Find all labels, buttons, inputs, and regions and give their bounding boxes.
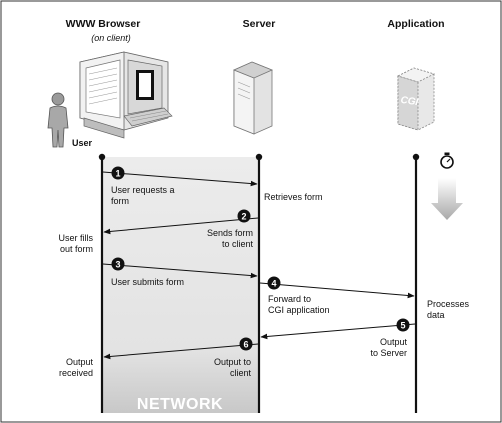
- step-number-5: 5: [400, 320, 405, 330]
- step-5-label-line-2: to Server: [370, 348, 407, 358]
- step-1-label-line-2: form: [111, 196, 129, 206]
- user-fills-label-line-2: out form: [60, 244, 93, 254]
- header-browser: WWW Browser: [66, 18, 141, 30]
- application-lifeline-dot: [412, 153, 420, 161]
- step-number-3: 3: [115, 259, 120, 269]
- retrieves-form-label: Retrieves form: [264, 192, 323, 202]
- step-4-label-line-1: Forward to: [268, 294, 311, 304]
- server-tower-icon: [232, 61, 274, 135]
- step-5-label-line-1: Output: [380, 337, 408, 347]
- step-4-label-line-2: CGI application: [268, 305, 330, 315]
- cgi-box-icon: [396, 67, 436, 131]
- step-badge-5: 5: [396, 318, 410, 332]
- arrow-step-2: [103, 217, 259, 235]
- user-figure-icon: [47, 92, 69, 148]
- processes-label-line-2: data: [427, 310, 445, 320]
- step-6-label-line-2: client: [230, 368, 252, 378]
- user-label: User: [72, 138, 93, 148]
- browser-lifeline-dot: [98, 153, 106, 161]
- down-arrow-icon: [431, 178, 463, 220]
- computer-icon: [79, 51, 173, 139]
- arrow-step-5: [260, 323, 416, 340]
- network-band: [101, 157, 260, 413]
- step-badge-6: 6: [239, 337, 253, 351]
- step-number-1: 1: [115, 168, 120, 178]
- header-application: Application: [387, 18, 444, 30]
- step-badge-2: 2: [237, 209, 251, 223]
- step-number-6: 6: [243, 339, 248, 349]
- arrow-step-1: [102, 171, 258, 187]
- step-number-4: 4: [271, 278, 276, 288]
- network-label: NETWORK: [137, 396, 223, 413]
- step-badge-4: 4: [267, 276, 281, 290]
- user-fills-label-line-1: User fills: [58, 233, 93, 243]
- step-2-label-line-2: to client: [222, 239, 254, 249]
- stopwatch-icon: [440, 152, 454, 169]
- header-server: Server: [243, 18, 276, 30]
- step-1-label-line-1: User requests a: [111, 185, 175, 195]
- cgi-label: CGI: [400, 95, 419, 108]
- arrow-step-6: [103, 343, 259, 360]
- arrow-step-3: [102, 263, 258, 279]
- output-received-label-line-1: Output: [66, 357, 94, 367]
- step-2-label-line-1: Sends form: [207, 228, 253, 238]
- step-3-label: User submits form: [111, 277, 184, 287]
- step-badge-3: 3: [111, 257, 125, 271]
- step-number-2: 2: [241, 211, 246, 221]
- step-badge-1: 1: [111, 166, 125, 180]
- header-browser-sub: (on client): [91, 33, 131, 43]
- server-lifeline-dot: [255, 153, 263, 161]
- step-6-label-line-1: Output to: [214, 357, 251, 367]
- processes-label-line-1: Processes: [427, 299, 470, 309]
- arrow-step-4: [259, 282, 415, 299]
- output-received-label-line-2: received: [59, 368, 93, 378]
